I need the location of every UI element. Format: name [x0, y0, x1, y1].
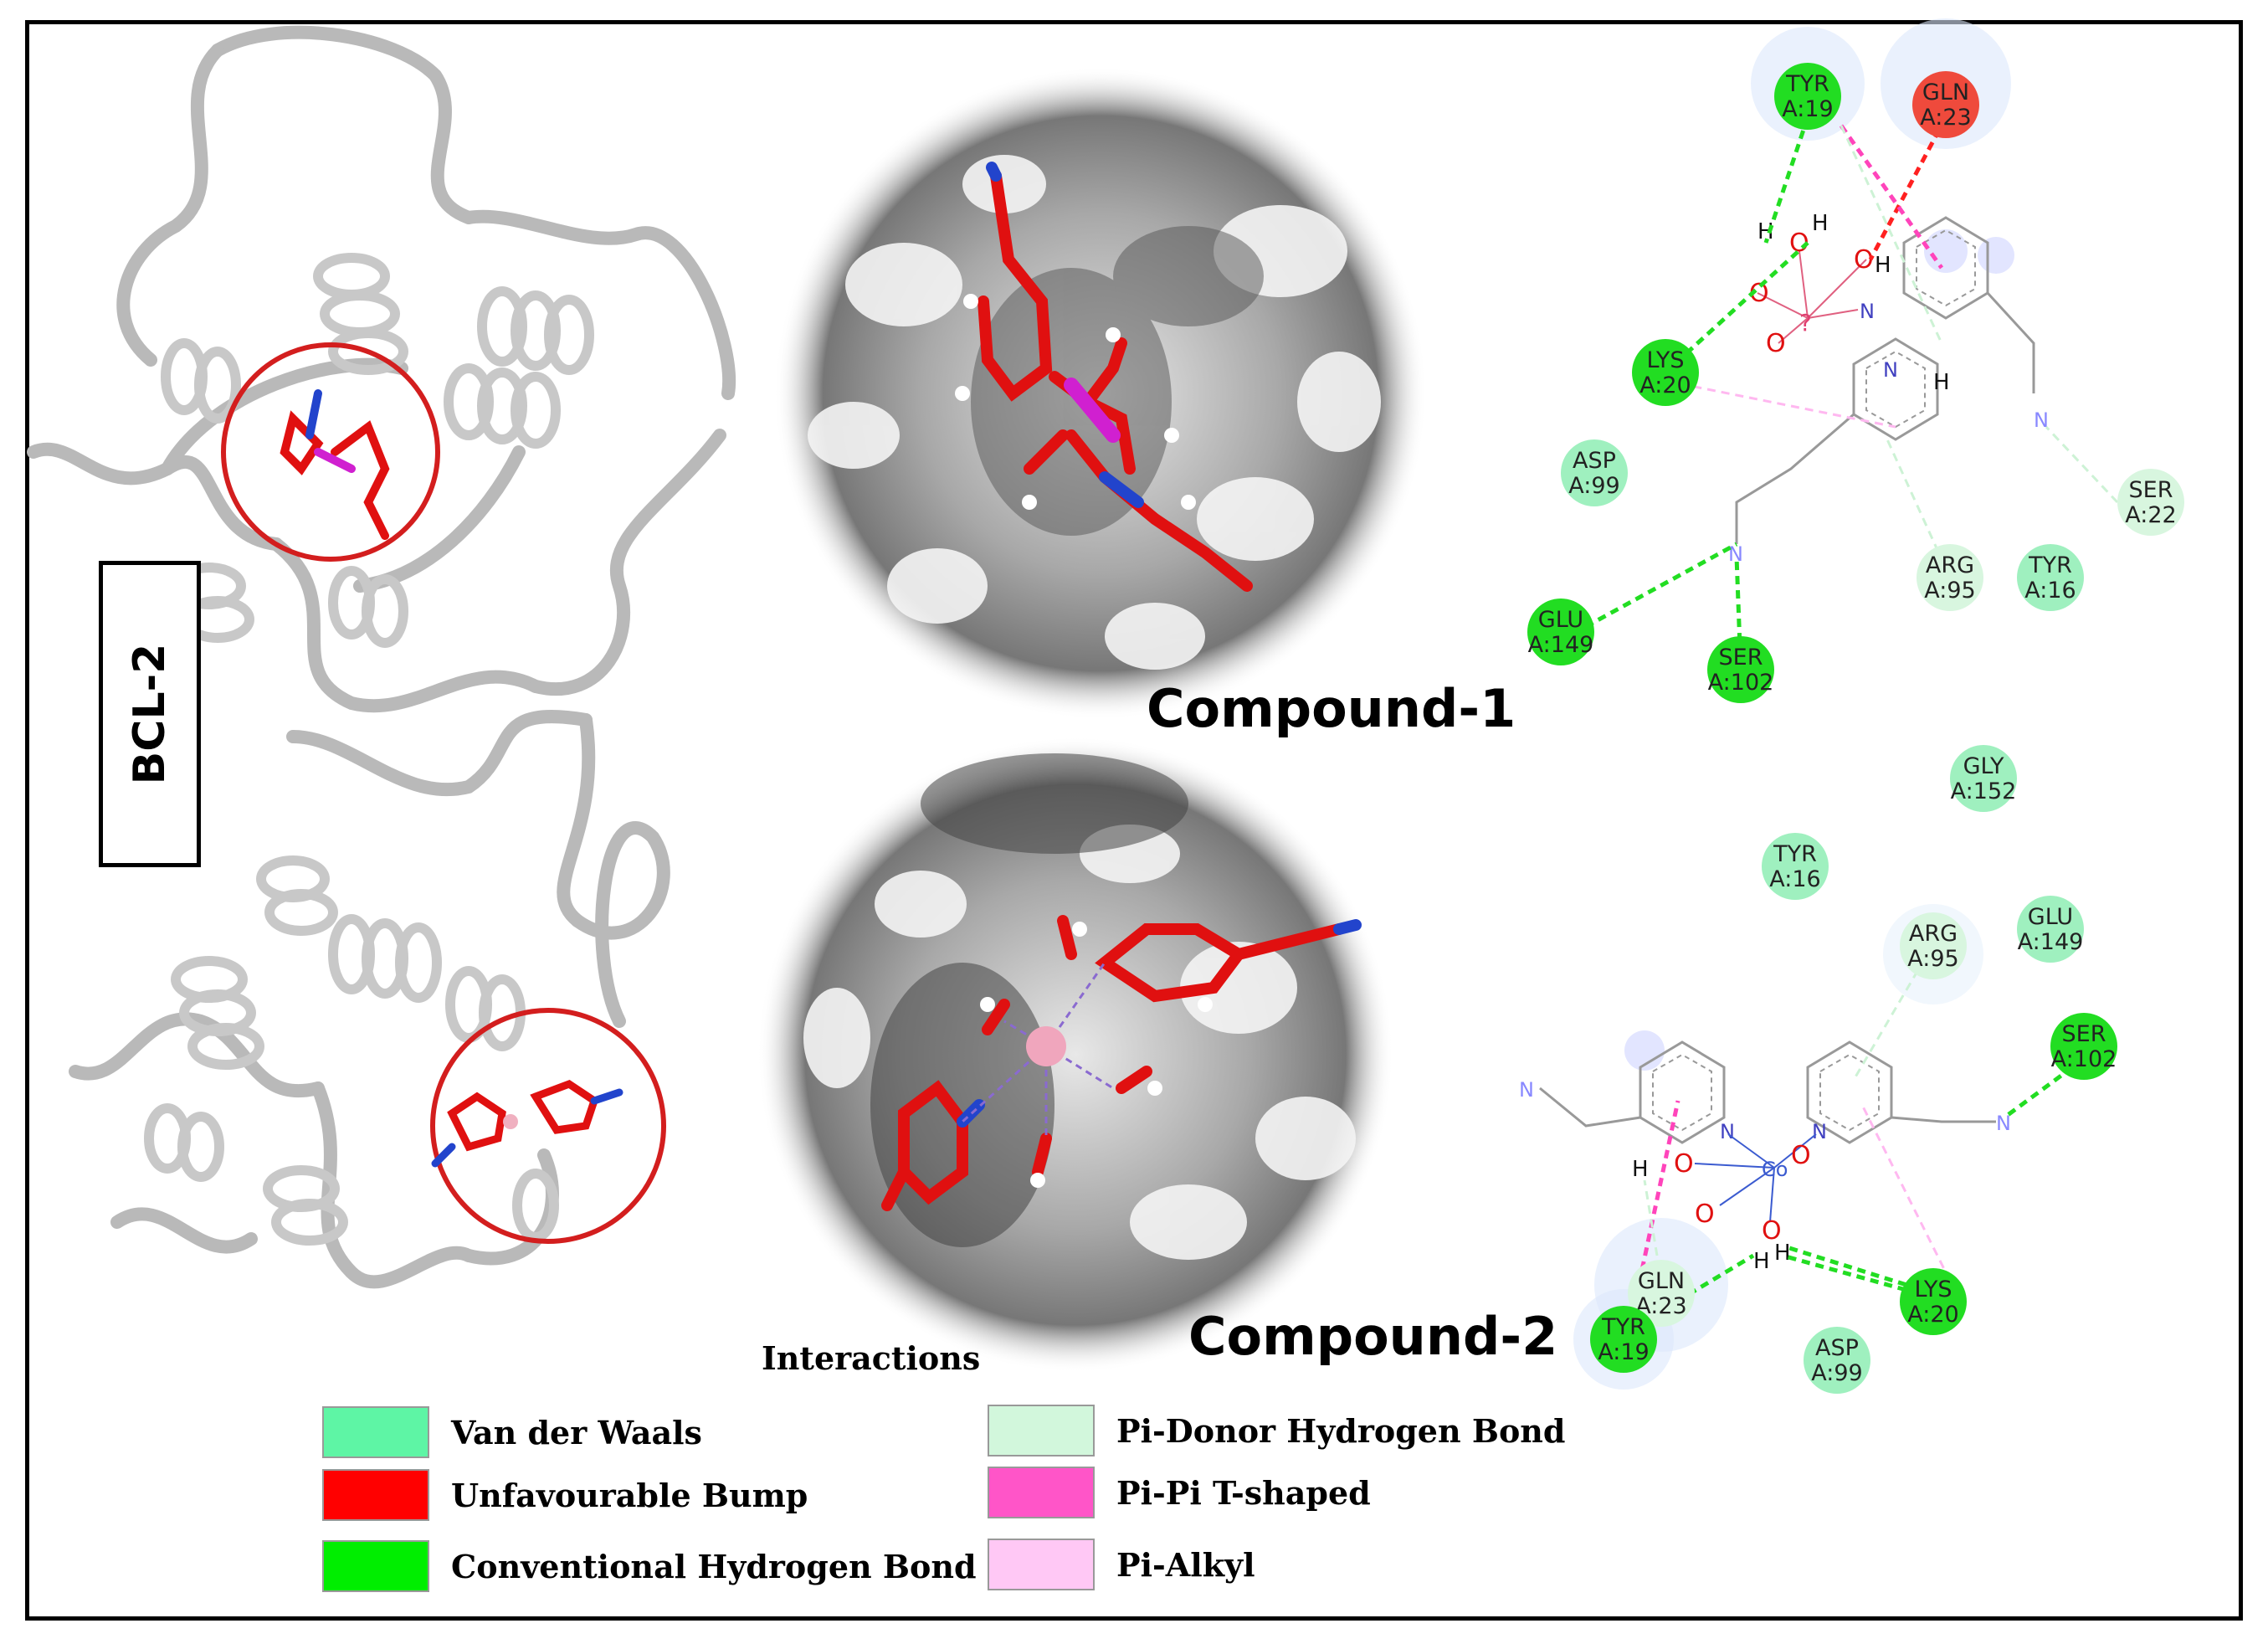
legend-label: Van der Waals — [451, 1413, 702, 1451]
residue-name: GLY — [1963, 753, 2004, 779]
residue-name: ARG — [1909, 921, 1958, 947]
residue-id: A:16 — [2024, 578, 2076, 604]
residue-id: A:99 — [1811, 1360, 1862, 1386]
residue-id: A:19 — [1782, 96, 1833, 122]
residue-name: LYS — [1646, 347, 1684, 373]
legend-title: Interactions — [762, 1339, 981, 1377]
legend-item: Pi-Donor Hydrogen Bond — [988, 1405, 1566, 1456]
binding-site-circle-1 — [221, 342, 440, 562]
residue-name: ASP — [1573, 448, 1616, 474]
residue-id: A:102 — [1708, 670, 1774, 696]
residue-id: A:20 — [1639, 372, 1691, 398]
legend-item: Conventional Hydrogen Bond — [322, 1540, 977, 1592]
residue-name: TYR — [1601, 1314, 1645, 1340]
residue-id: A:149 — [2018, 929, 2084, 955]
compound-1-title: Compound-1 — [1147, 678, 1516, 739]
residue-id: A:152 — [1951, 778, 2017, 804]
residue-name: ASP — [1815, 1335, 1859, 1361]
molecular-surface-compound-2 — [757, 737, 1393, 1373]
protein-helices-compound-1 — [161, 253, 594, 648]
residue-name: GLN — [1638, 1268, 1685, 1294]
legend-swatch — [322, 1406, 429, 1458]
residue-id: A:20 — [1907, 1302, 1958, 1328]
residue-name: TYR — [2028, 552, 2072, 578]
residue-id: A:22 — [2125, 502, 2176, 528]
ligand-sticks-1 — [280, 389, 390, 540]
legend-item: Van der Waals — [322, 1406, 702, 1458]
ligand-sticks-2 — [431, 1079, 623, 1168]
legend-swatch — [988, 1467, 1095, 1518]
residue-id: A:23 — [1920, 105, 1971, 131]
legend-item: Pi-Alkyl — [988, 1539, 1255, 1590]
residue-name: LYS — [1914, 1277, 1952, 1302]
legend-label: Unfavourable Bump — [451, 1476, 808, 1514]
residue-name: SER — [2062, 1021, 2106, 1047]
residue-id: A:16 — [1769, 866, 1820, 892]
legend-item: Pi-Pi T-shaped — [988, 1467, 1371, 1518]
residue-name: GLU — [2028, 904, 2073, 930]
figure-frame — [25, 20, 2243, 1621]
legend-label: Pi-Donor Hydrogen Bond — [1116, 1411, 1566, 1450]
legend-item: Unfavourable Bump — [322, 1469, 808, 1521]
legend-swatch — [988, 1539, 1095, 1590]
protein-helices-compound-2 — [144, 855, 559, 1246]
legend-swatch — [988, 1405, 1095, 1456]
residue-name: GLN — [1922, 80, 1969, 105]
legend-swatch — [322, 1540, 429, 1592]
compound-2-title: Compound-2 — [1188, 1306, 1558, 1367]
bcl2-label-box: BCL-2 — [99, 561, 201, 867]
residue-name: TYR — [1773, 841, 1817, 867]
molecular-surface-compound-1 — [774, 67, 1427, 720]
legend-label: Pi-Pi T-shaped — [1116, 1473, 1371, 1512]
residue-id: A:99 — [1568, 473, 1619, 499]
binding-site-circle-2 — [430, 1008, 666, 1244]
residue-id: A:95 — [1907, 946, 1958, 972]
legend-label: Conventional Hydrogen Bond — [451, 1547, 977, 1585]
residue-name: TYR — [1785, 71, 1829, 97]
legend-label: Pi-Alkyl — [1116, 1545, 1255, 1584]
residue-name: GLU — [1538, 607, 1583, 633]
residue-id: A:149 — [1528, 632, 1594, 658]
legend-swatch — [322, 1469, 429, 1521]
residue-id: A:95 — [1924, 578, 1975, 604]
residue-name: ARG — [1926, 552, 1974, 578]
residue-id: A:102 — [2051, 1046, 2117, 1072]
residue-name: SER — [2129, 477, 2173, 503]
residue-id: A:19 — [1598, 1339, 1649, 1365]
residue-name: SER — [1719, 645, 1763, 670]
